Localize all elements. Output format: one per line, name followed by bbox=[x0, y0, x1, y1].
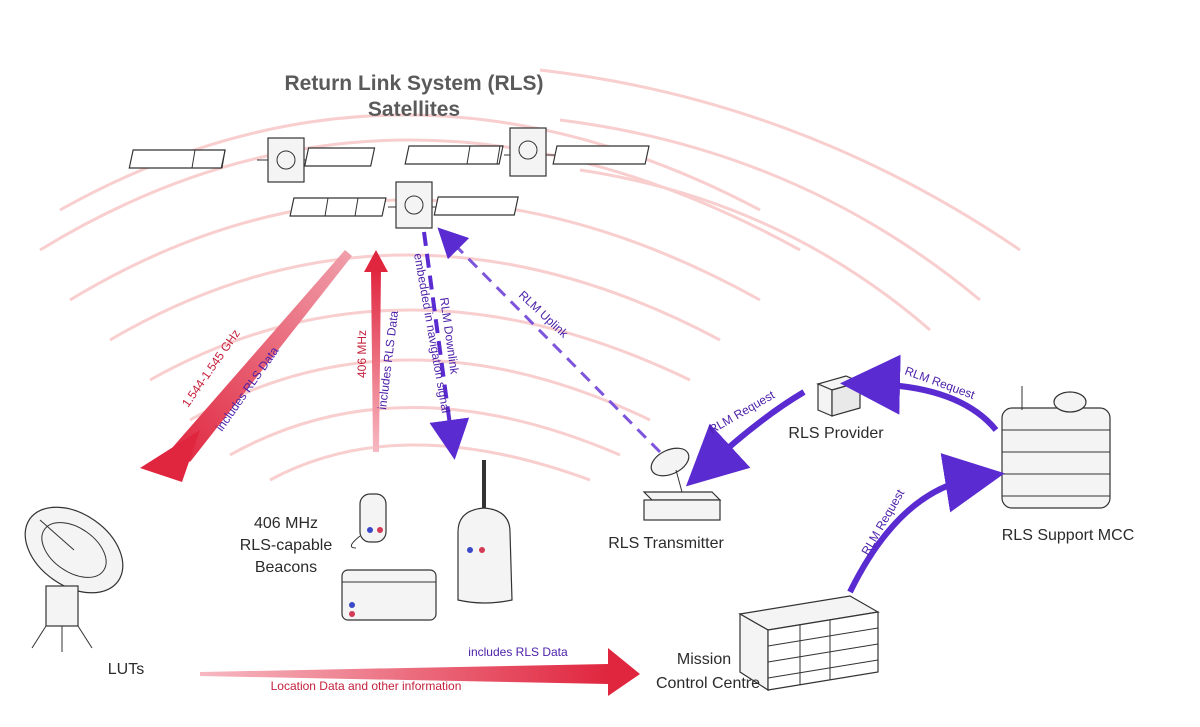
building-icon bbox=[1001, 386, 1111, 509]
dish-antenna-icon bbox=[24, 506, 124, 652]
lut-to-mcc-arrow bbox=[200, 648, 640, 696]
downlink-arrow bbox=[140, 250, 352, 482]
diagram-title-line2: Satellites bbox=[368, 98, 460, 121]
rlm-request-label-3: RLM Request bbox=[707, 387, 778, 436]
rlm-request-arrow-provider-to-transmitter bbox=[685, 389, 806, 487]
uplink-406-label: 406 MHz bbox=[355, 330, 369, 378]
luts-label: LUTs bbox=[108, 661, 144, 678]
satellite-icon bbox=[128, 137, 376, 183]
beacons-label-line3: Beacons bbox=[255, 559, 317, 576]
uplink-406-arrow bbox=[364, 250, 388, 452]
support-mcc-label: RLS Support MCC bbox=[1002, 527, 1135, 544]
rlm-request-arrow-support-to-provider bbox=[840, 354, 999, 432]
signal-waves bbox=[39, 68, 1021, 482]
provider-label: RLS Provider bbox=[788, 425, 884, 442]
server-icon bbox=[816, 375, 862, 417]
rlm-downlink-arrow bbox=[422, 231, 470, 460]
mcc-label-line1: Mission bbox=[677, 651, 731, 668]
lut-to-mcc-top-label: includes RLS Data bbox=[468, 645, 568, 659]
beacon-icon bbox=[457, 460, 513, 604]
beacon-icon bbox=[341, 569, 437, 621]
beacons-label-line2: RLS-capable bbox=[240, 537, 333, 554]
building-icon bbox=[738, 595, 880, 692]
mcc-label-line2: Control Centre bbox=[656, 675, 760, 692]
diagram-title-line1: Return Link System (RLS) bbox=[284, 72, 543, 95]
lut-to-mcc-bottom-label: Location Data and other information bbox=[271, 679, 462, 693]
transmitter-label: RLS Transmitter bbox=[608, 535, 724, 552]
rlm-request-arrow-mcc-to-support bbox=[847, 453, 1005, 594]
satellite-icon bbox=[404, 127, 650, 177]
rlm-uplink-arrow bbox=[437, 227, 662, 454]
beacon-icon bbox=[350, 493, 387, 549]
satellite-icon bbox=[289, 181, 519, 229]
beacons-label-line1: 406 MHz bbox=[254, 515, 318, 532]
dish-antenna-icon bbox=[642, 447, 722, 521]
